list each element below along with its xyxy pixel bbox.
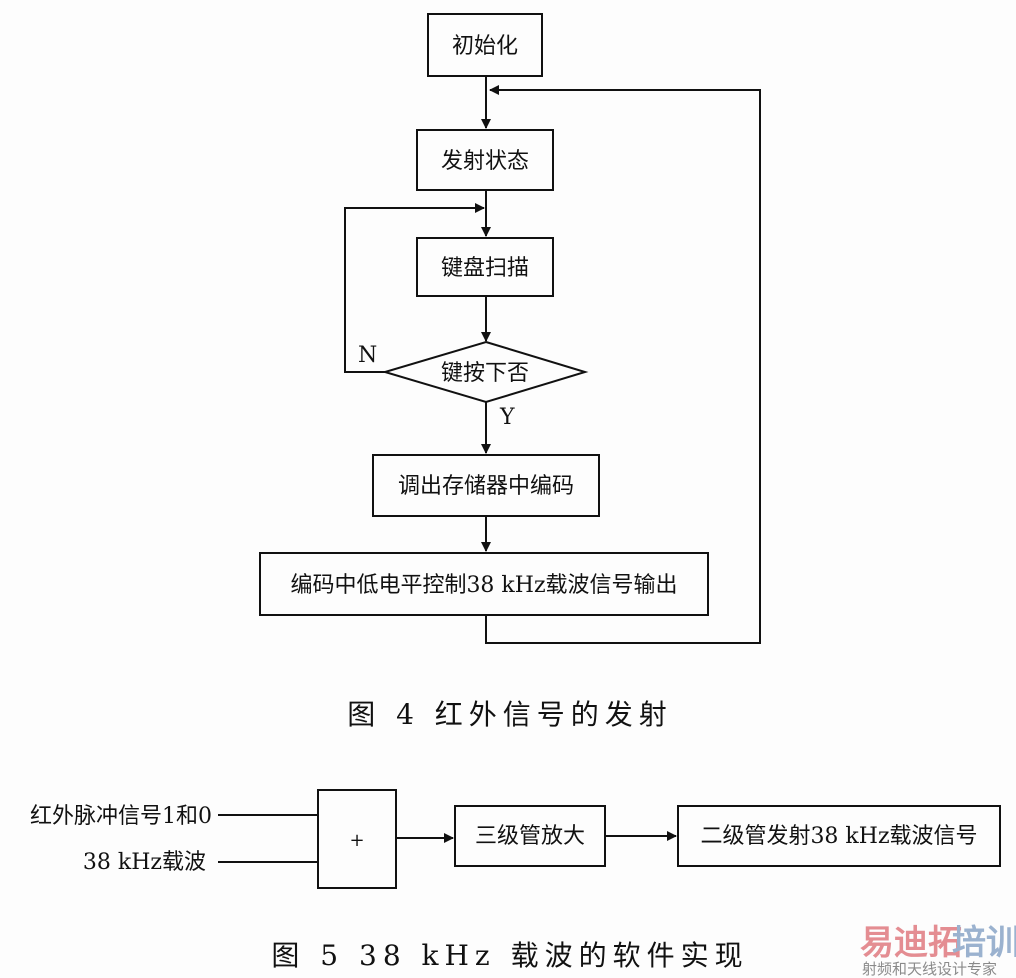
- input-carrier-label: 38 kHz载波: [83, 850, 206, 875]
- figure-5: 红外脉冲信号1和0 38 kHz载波 + 三级管放大 二级管发射38 kHz载波…: [30, 789, 1001, 972]
- node-emitter: [677, 805, 1001, 867]
- loop-back-arrow: [485, 85, 761, 644]
- node-transmit-state-label: 发射状态: [441, 149, 529, 174]
- node-keyboard-scan-label: 键盘扫描: [441, 256, 529, 281]
- node-adder-label: +: [349, 830, 364, 851]
- figure-4-caption: 图 4 红外信号的发射: [347, 698, 673, 731]
- figure-5-caption: 图 5 38 kHz 载波的软件实现: [271, 939, 748, 972]
- watermark-slogan: 射频和天线设计专家: [862, 960, 997, 978]
- node-fetch-code-label: 调出存储器中编码: [398, 474, 574, 499]
- label-yes: Y: [499, 405, 515, 430]
- node-output: [259, 552, 709, 616]
- node-amplifier-label: 三级管放大: [475, 824, 585, 849]
- node-emitter-label: 二级管发射38 kHz载波信号: [700, 824, 977, 849]
- node-init-label: 初始化: [452, 34, 518, 59]
- figure-4: 初始化 发射状态 键盘扫描 键按下否 N Y 调出存储器中编码 编码中低电平控制…: [259, 13, 761, 731]
- node-key-pressed-label: 键按下否: [441, 361, 529, 386]
- watermark-brand-b: 培训: [952, 923, 1016, 963]
- node-output-label: 编码中低电平控制38 kHz载波信号输出: [290, 573, 677, 598]
- input-pulse-label: 红外脉冲信号1和0: [30, 804, 212, 829]
- label-no: N: [358, 343, 377, 368]
- watermark-logo: 易迪拓 培训 射频和天线设计专家: [860, 923, 1016, 978]
- no-loop-arrow: [344, 203, 485, 373]
- watermark-brand-a: 易迪拓: [860, 923, 962, 963]
